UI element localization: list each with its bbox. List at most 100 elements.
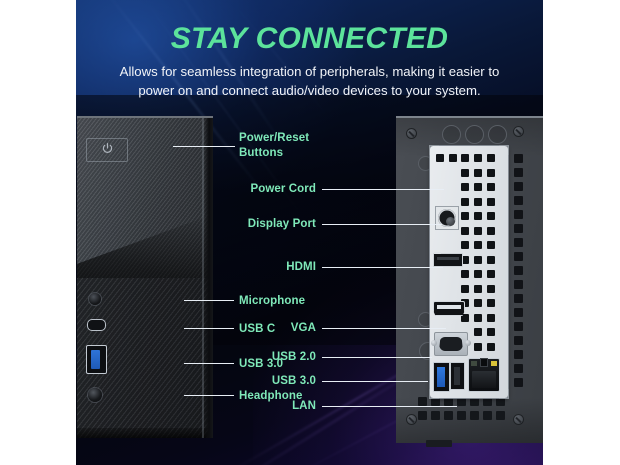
headphone-jack-port — [88, 388, 102, 402]
usb-3-0-blue-insert — [437, 367, 445, 387]
vent-hole — [474, 328, 482, 336]
vent-hole — [474, 183, 482, 191]
callout-line-2: Buttons — [239, 147, 284, 159]
vent-hole — [449, 154, 457, 162]
chassis-screw — [406, 128, 417, 139]
vent-hole — [514, 322, 523, 331]
vent-hole — [496, 411, 505, 420]
callout-usb-3-0-front: USB 3.0 — [239, 358, 284, 370]
power-jack-ring — [438, 209, 456, 227]
chassis-bottom-shadow — [77, 428, 213, 438]
vent-hole — [514, 210, 523, 219]
usb-2-0-insert — [453, 367, 460, 385]
vent-hole — [487, 168, 495, 177]
vent-hole — [474, 168, 482, 177]
vent-hole — [514, 336, 523, 345]
vent-hole — [487, 212, 495, 220]
vent-hole — [470, 397, 479, 406]
vent-hole — [461, 212, 469, 220]
io-shield-corner — [429, 389, 439, 399]
leader-line-usb-2-0 — [322, 357, 432, 358]
vent-hole — [474, 342, 482, 351]
chassis-top-edge — [77, 116, 213, 118]
leader-line-microphone — [184, 300, 234, 301]
lan-ethernet-port — [468, 358, 500, 392]
rear-foot — [426, 440, 452, 447]
vent-hole — [487, 328, 495, 336]
vent-hole — [514, 168, 523, 177]
usb-3-0-port — [86, 345, 107, 374]
usb-2-0-port — [450, 362, 465, 390]
callout-power-reset-buttons: Power/Reset Buttons — [239, 131, 331, 161]
rear-chassis-image — [396, 116, 543, 447]
vent-hole — [474, 197, 482, 206]
leader-line-usb-3-0-front — [184, 363, 234, 364]
vga-d-sub-shell — [439, 337, 463, 351]
io-shield-corner — [499, 145, 509, 155]
lan-led-green — [471, 361, 477, 366]
vent-hole — [487, 284, 495, 293]
chassis-screw — [513, 414, 524, 425]
vent-hole — [474, 226, 482, 235]
vent-hole — [474, 270, 482, 278]
vent-hole — [457, 411, 466, 420]
vent-hole — [444, 411, 453, 420]
vent-hole — [461, 313, 469, 322]
vent-hole — [461, 255, 469, 264]
vent-hole — [487, 226, 495, 235]
power-button[interactable] — [86, 138, 128, 162]
rear-circular-knockout — [442, 125, 461, 144]
leader-line-headphone — [184, 395, 234, 396]
page-title: STAY CONNECTED — [170, 22, 449, 55]
leader-line-usb-c — [184, 328, 234, 329]
vent-hole — [487, 342, 495, 351]
vent-hole — [514, 196, 523, 205]
vent-hole — [461, 270, 469, 278]
vent-hole — [514, 154, 523, 163]
display-port-connector — [433, 252, 463, 267]
power-jack-pin — [445, 216, 455, 226]
vent-hole — [474, 299, 482, 307]
leader-line-usb-3-0-rear — [322, 381, 428, 382]
usb-c-port — [87, 319, 106, 331]
front-chassis-image — [77, 116, 213, 438]
vent-hole — [461, 154, 469, 162]
chassis-right-bevel — [204, 118, 213, 438]
vga-thumbscrew — [431, 340, 437, 346]
vent-hole — [487, 197, 495, 206]
chassis-body — [77, 118, 213, 438]
vent-hole — [418, 397, 427, 406]
microphone-jack-port — [89, 293, 101, 305]
power-symbol-icon — [102, 143, 113, 153]
hdmi-contacts — [437, 305, 461, 309]
vent-hole — [461, 168, 469, 177]
content-panel: STAY CONNECTED Allows for seamless integ… — [76, 0, 543, 465]
rear-bottom-vent-grid — [418, 397, 510, 425]
leader-line-vga — [322, 328, 446, 329]
vent-hole — [483, 411, 492, 420]
vent-hole — [461, 183, 469, 191]
vent-hole — [514, 308, 523, 317]
vent-hole — [461, 284, 469, 293]
vent-hole — [474, 212, 482, 220]
vent-hole — [461, 226, 469, 235]
vent-hole — [514, 378, 523, 387]
lan-contact-block — [472, 371, 496, 388]
subtitle-line-1: Allows for seamless integration of perip… — [119, 64, 500, 79]
vent-hole — [487, 313, 495, 322]
chassis-right-highlight — [202, 118, 204, 438]
leader-line-power-cord — [322, 189, 444, 190]
usb-3-0-blue-insert — [91, 350, 100, 369]
callout-hdmi: HDMI — [286, 261, 316, 273]
io-shield-corner — [429, 145, 439, 155]
rear-side-vent-grid — [514, 154, 536, 394]
vent-hole — [474, 255, 482, 264]
vent-hole — [487, 270, 495, 278]
vent-hole — [474, 154, 482, 162]
callout-usb-c: USB C — [239, 323, 276, 335]
hdmi-port — [433, 301, 465, 316]
rear-circular-knockout — [465, 125, 484, 144]
callout-usb-3-0-rear: USB 3.0 — [271, 375, 316, 387]
vent-hole — [474, 241, 482, 249]
